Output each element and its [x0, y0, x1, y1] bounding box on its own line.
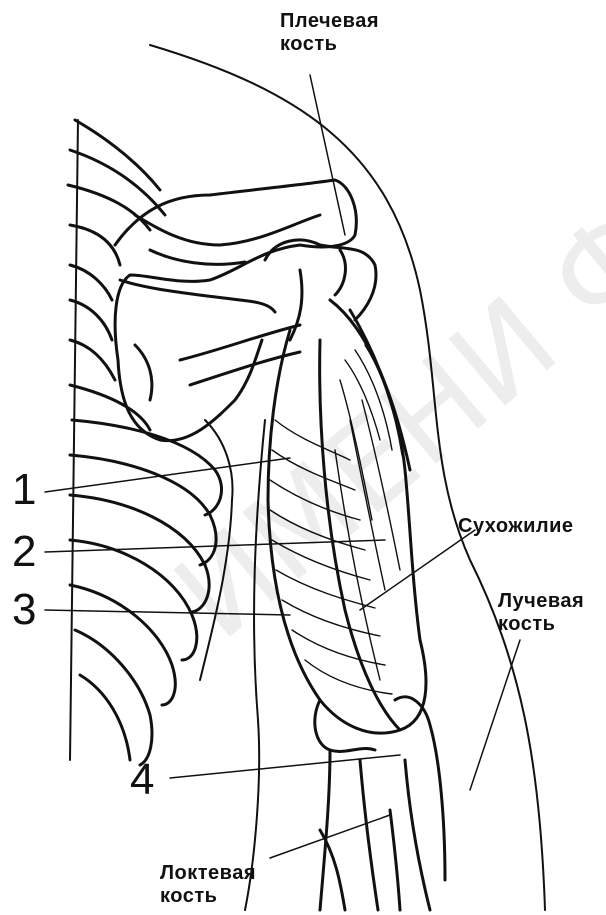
label-tendon: Сухожилие	[458, 515, 574, 538]
label-number-2: 2	[12, 530, 36, 574]
leader-4	[170, 755, 400, 778]
label-ulna-line2: кость	[160, 885, 256, 908]
label-ulna: Локтевая кость	[160, 862, 256, 908]
label-number-4: 4	[130, 758, 154, 802]
leader-radius	[470, 640, 520, 790]
label-radius-line2: кость	[498, 613, 584, 636]
label-number-3: 3	[12, 588, 36, 632]
label-humerus-line1: Плечевая	[280, 10, 379, 33]
forearm	[315, 697, 445, 910]
label-number-1: 1	[12, 468, 36, 512]
label-humerus-line2: кость	[280, 33, 379, 56]
label-humerus: Плечевая кость	[280, 10, 379, 56]
label-radius-line1: Лучевая	[498, 590, 584, 613]
label-ulna-line1: Локтевая	[160, 862, 256, 885]
label-radius: Лучевая кость	[498, 590, 584, 636]
rib-cage	[68, 120, 233, 765]
leader-humerus	[310, 75, 345, 235]
